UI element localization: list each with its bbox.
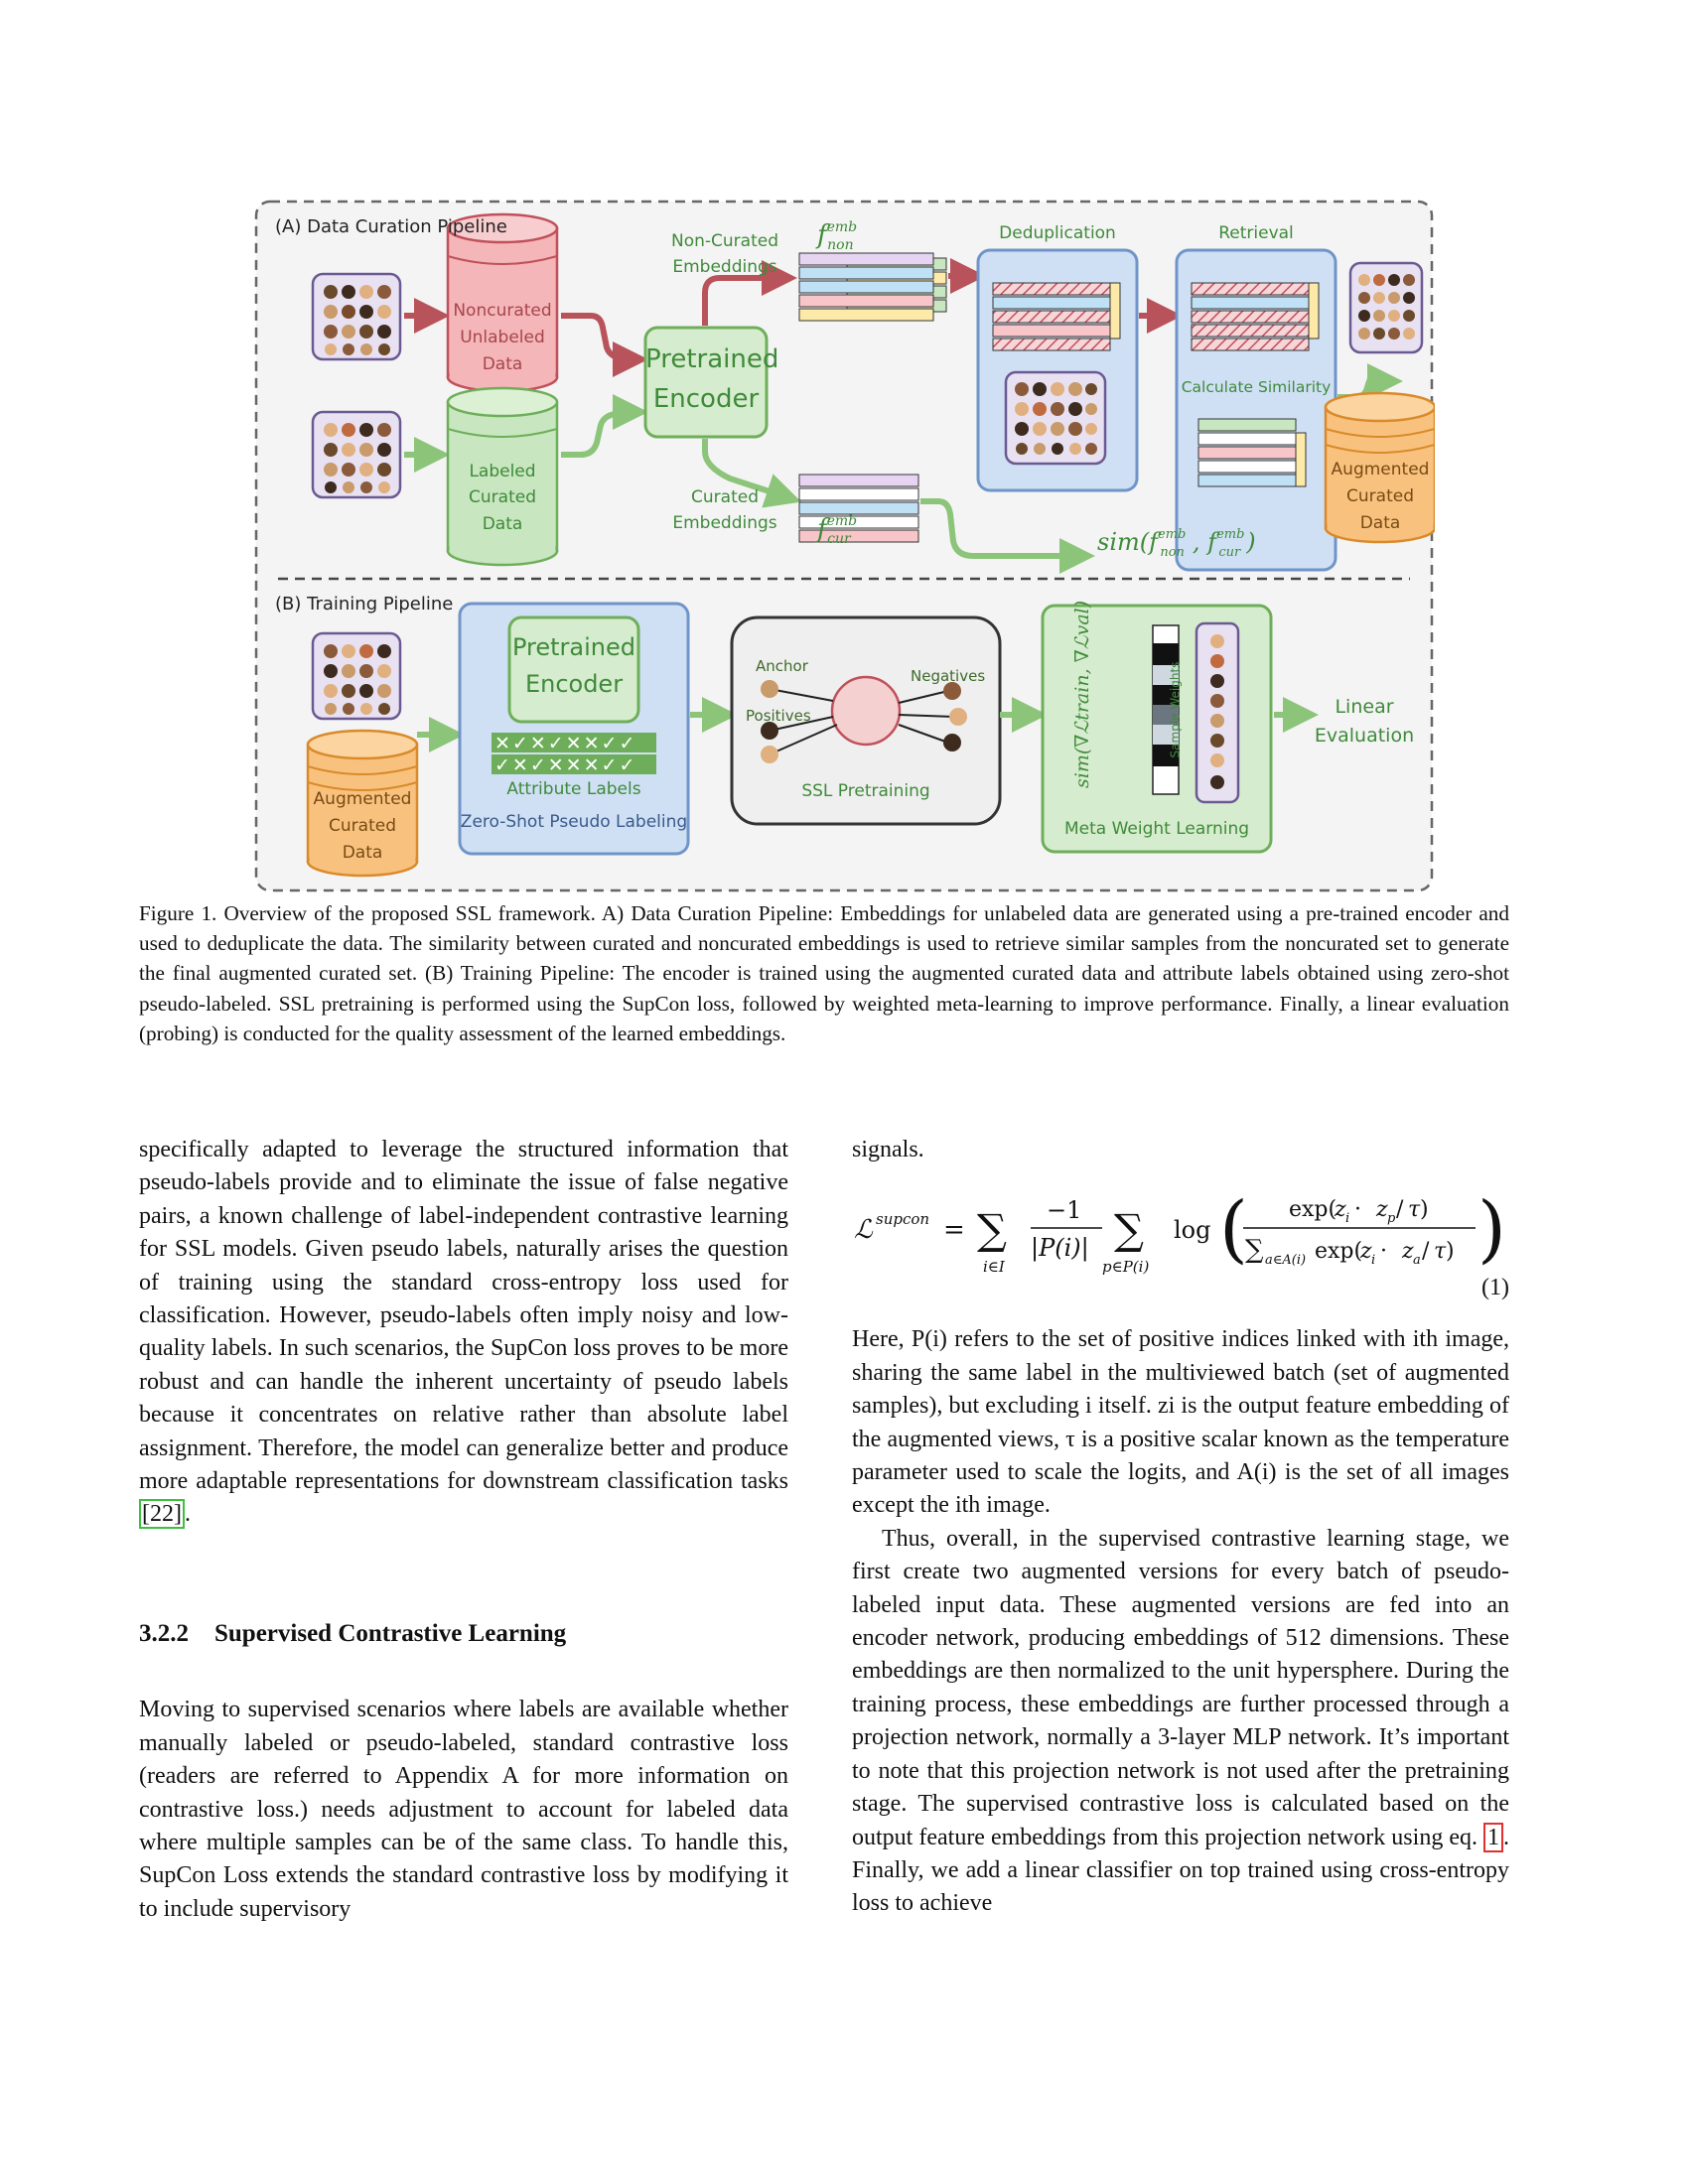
svg-text:∑: ∑ [1245,1235,1264,1265]
paragraph: signals. [852,1137,924,1162]
linear-evaluation-label: Linear Evaluation [1314,696,1415,748]
svg-text:p: p [1387,1211,1396,1226]
citation-link[interactable]: [22] [139,1499,185,1530]
left-column: specifically adapted to leverage the str… [139,1134,788,1926]
retrieval-box [1175,248,1337,572]
labeled-database [446,386,559,567]
attribute-labels-label: Attribute Labels [506,779,641,799]
section-number: 3.2.2 [139,1619,189,1647]
equation-number: (1) [1481,1275,1509,1301]
zero-shot-box: ✕✓✕✓✕✕✓✓ ✓✕✓✕✕✕✓✓ [458,602,690,856]
svg-text:(: ( [1219,1186,1248,1272]
supcon-equation: ℒ supcon = ∑ i∈I −1 |P(i)| ∑ p∈P(i) log … [852,1176,1509,1300]
negatives-label: Negatives [911,667,986,685]
paragraph-text: Thus, overall, in the supervised contras… [852,1525,1509,1850]
svg-text:τ: τ [1408,1197,1421,1222]
svg-text:∑: ∑ [1114,1205,1144,1254]
curated-embedding-stack [798,474,919,543]
svg-text:−1: −1 [1047,1196,1081,1224]
svg-text:): ) [1446,1239,1455,1264]
svg-text:/: / [1396,1197,1404,1222]
figure-graphics: ✕✓✕✓✕✕✓✓ ✓✕✓✕✕✕✓✓ [254,200,1435,892]
svg-text:✕✓✕✓✕✕✓✓: ✕✓✕✓✕✕✓✓ [494,733,636,754]
svg-text:): ) [1420,1197,1429,1222]
svg-text:|P(i)|: |P(i)| [1031,1234,1089,1263]
labeled-people-tile [311,410,402,499]
svg-text:a: a [1413,1253,1421,1268]
svg-text:·: · [1380,1239,1387,1264]
svg-text:z: z [1375,1197,1388,1222]
encoder-label-a: Pretrained Encoder [645,344,779,415]
noncurated-embedding-stack [798,252,947,322]
anchor-label: Anchor [756,657,808,675]
svg-text:✓✕✓✕✕✕✓✓: ✓✕✓✕✕✕✓✓ [494,754,636,776]
augmented-db-label-b: Augmented Curated Data [313,789,412,864]
ssl-pretraining-label: SSL Pretraining [801,781,930,801]
paragraph: Here, P(i) refers to the set of positive… [852,1326,1509,1519]
paragraph-text-end: . [184,1501,191,1528]
paragraph: Thus, overall, in the supervised contras… [852,1523,1509,1921]
panel-a-title: (A) Data Curation Pipeline [275,216,507,237]
figure-caption: Figure 1. Overview of the proposed SSL f… [139,901,1509,1045]
svg-text:supcon: supcon [876,1210,929,1228]
deduplication-label: Deduplication [999,223,1116,243]
paragraph-text: specifically adapted to leverage the str… [139,1137,788,1495]
panel-b-title: (B) Training Pipeline [275,594,454,614]
svg-text:p∈P(i): p∈P(i) [1102,1258,1149,1276]
noncurated-db-label: Noncurated Unlabeled Data [453,301,552,375]
noncurated-people-tile [311,272,402,361]
section-title: Supervised Contrastive Learning [214,1619,567,1647]
svg-text:z: z [1334,1197,1346,1222]
svg-text:ℒ: ℒ [854,1215,874,1245]
deduplication-box [976,248,1139,492]
section-heading: 3.2.2 Supervised Contrastive Learning [139,1617,788,1650]
zero-shot-label: Zero-Shot Pseudo Labeling [460,812,688,832]
augmented-database-b [306,729,419,878]
meta-weight-box [1041,604,1273,854]
paragraph: Moving to supervised scenarios where lab… [139,1697,788,1922]
svg-text:exp(: exp( [1289,1197,1336,1222]
augmented-people-tile [1348,261,1424,354]
f-cur-symbol: fembcur [817,513,858,547]
equation-graphic: ℒ supcon = ∑ i∈I −1 |P(i)| ∑ p∈P(i) log … [854,1186,1506,1276]
augmented-db-label-a: Augmented Curated Data [1331,460,1430,534]
augmented-database-a [1324,391,1435,544]
svg-text:·: · [1354,1197,1361,1222]
svg-text:i∈I: i∈I [983,1258,1006,1276]
svg-text:): ) [1477,1186,1506,1272]
right-column: signals. ℒ supcon = ∑ i∈I −1 |P(i)| ∑ p∈… [852,1134,1509,1921]
noncurated-database [446,212,559,393]
svg-text:i: i [1345,1211,1349,1226]
encoder-label-b: Pretrained Encoder [511,633,636,699]
svg-text:∑: ∑ [977,1205,1007,1254]
equation-ref-link[interactable]: 1 [1483,1822,1503,1852]
figure-1: ✕✓✕✓✕✕✓✓ ✓✕✓✕✕✕✓✓ [253,199,1435,893]
calculate-similarity-label: Calculate Similarity [1181,378,1332,396]
svg-text:=: = [943,1215,965,1245]
paragraph-text-end: . Finally, we add a linear classifier on… [852,1824,1509,1917]
meta-weight-label: Meta Weight Learning [1063,819,1250,839]
retrieval-label: Retrieval [1218,223,1294,243]
svg-text:exp(: exp( [1315,1239,1362,1264]
encoder-box [643,326,769,439]
positives-label: Positives [746,707,811,725]
labeled-db-label: Labeled Curated Data [469,462,536,534]
similarity-formula: sim(fembnon, fembcur) [1097,527,1256,560]
svg-text:a∈A(i): a∈A(i) [1265,1253,1306,1268]
sample-weights-label: Sample Weights [1168,661,1183,758]
curated-embeddings-label: Curated Embeddings [672,487,777,534]
svg-text:z: z [1359,1239,1372,1264]
svg-text:τ: τ [1434,1239,1447,1264]
gradient-similarity-label: sim(∇ℒtrain, ∇ℒval) [1071,600,1093,788]
svg-text:log: log [1174,1216,1211,1244]
svg-text:z: z [1401,1239,1414,1264]
svg-text:/: / [1422,1239,1430,1264]
noncurated-embeddings-label: Non-Curated Embeddings [671,231,778,278]
paragraph: specifically adapted to leverage the str… [139,1134,788,1532]
training-people-tile [311,631,402,721]
svg-text:i: i [1371,1253,1375,1268]
ssl-pretraining-box [730,615,1002,826]
f-non-symbol: fembnon [817,219,858,253]
